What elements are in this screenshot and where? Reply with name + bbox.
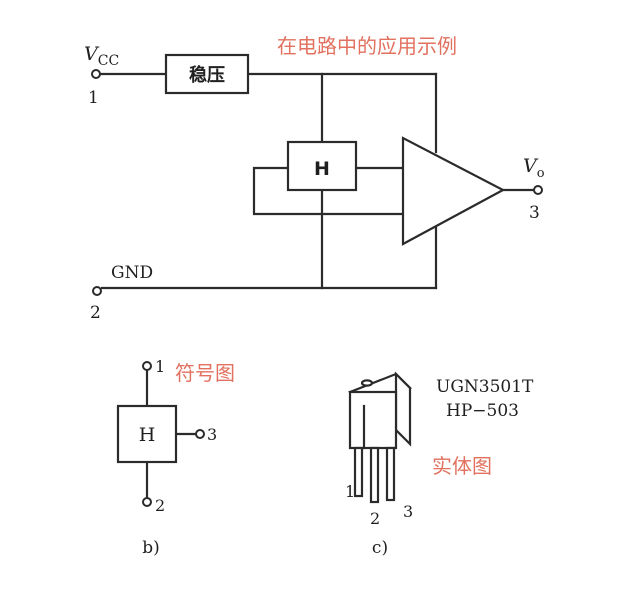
gnd-terminal-icon (92, 286, 102, 296)
gnd-pin-number: 2 (90, 303, 101, 323)
hall-sensor-block (286, 140, 358, 192)
symbol-pin2-label: 2 (155, 496, 165, 515)
package-pin2-label: 2 (370, 509, 380, 528)
vcc-label: VCC (84, 43, 119, 69)
package-title: 实体图 (432, 454, 492, 478)
symbol-caption: b) (142, 538, 160, 558)
package-side-face (394, 371, 412, 447)
hall-sensor-label: H (314, 158, 330, 180)
symbol-pin2-terminal-icon (142, 497, 152, 507)
symbol-pin3-terminal-icon (195, 429, 205, 439)
package-front-face (348, 390, 398, 450)
symbol-hall-label: H (139, 424, 156, 446)
vout-label: Vo (523, 155, 545, 181)
vout-terminal-icon (533, 185, 543, 195)
package-caption: c) (372, 538, 388, 558)
package-mount-hole (360, 379, 374, 387)
symbol-pin1-terminal-icon (142, 361, 152, 371)
amplifier-triangle (401, 136, 506, 246)
vcc-terminal-icon (91, 69, 101, 79)
symbol-pin1-label: 1 (155, 357, 165, 376)
package-alt-model-label: HP−503 (446, 401, 519, 421)
package-lead-2 (369, 446, 380, 504)
circuit-title: 在电路中的应用示例 (277, 34, 457, 58)
vcc-pin-number: 1 (88, 88, 99, 108)
package-model-label: UGN3501T (436, 377, 534, 397)
package-lead-1 (353, 446, 364, 498)
regulator-label: 稳压 (189, 64, 225, 86)
package-lead-3 (385, 446, 396, 502)
hall-symbol (116, 361, 205, 507)
regulator-block (164, 53, 250, 95)
circuit-wires (98, 72, 536, 290)
gnd-label: GND (111, 263, 153, 283)
symbol-title: 符号图 (175, 361, 235, 385)
package-pin3-label: 3 (403, 502, 413, 521)
package-drawing (348, 371, 412, 504)
vout-pin-number: 3 (529, 203, 540, 223)
symbol-hall-block (116, 404, 178, 464)
symbol-pin3-label: 3 (207, 425, 217, 444)
package-pin1-label: 1 (345, 482, 355, 501)
